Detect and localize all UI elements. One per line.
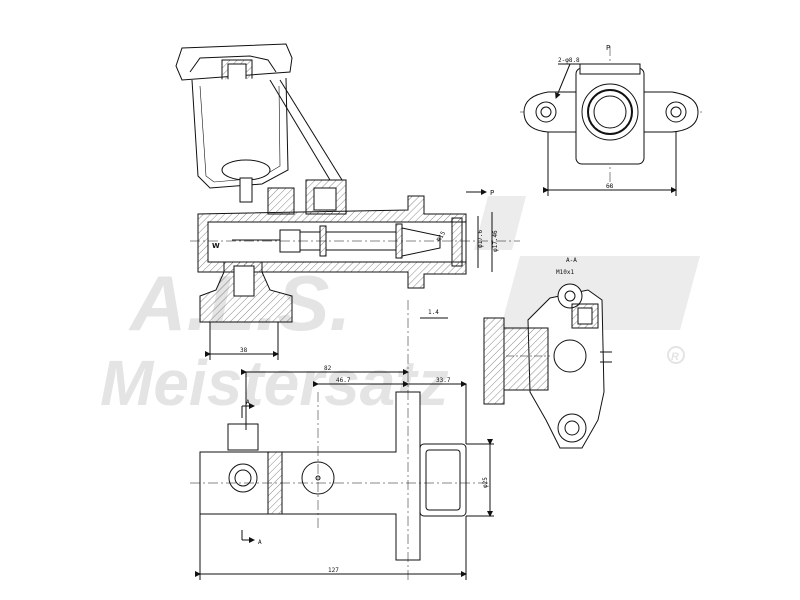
side-section-aa: A-A M10x1 <box>483 257 612 449</box>
plan-cap <box>419 443 467 517</box>
reservoir-body <box>191 77 289 189</box>
dim-mount-holes: 2-φ8.8 <box>558 57 580 64</box>
dim-46: 46.7 <box>336 377 351 384</box>
mount-hole-right <box>665 101 687 123</box>
pushrod <box>326 231 396 251</box>
end-view-marker-p: P <box>606 44 610 52</box>
registered-circle <box>667 346 685 364</box>
section-marker-p: P <box>490 189 494 197</box>
dim-total-length: 127 <box>328 567 339 574</box>
section-mark-a-top: A <box>246 399 250 406</box>
section-aa-title: A-A <box>566 257 577 264</box>
reservoir-cap-inner <box>189 55 277 73</box>
end-body <box>575 67 645 165</box>
end-seal <box>451 217 463 267</box>
float-stem <box>239 177 253 203</box>
dim-bottom-width: 38 <box>240 347 248 354</box>
dim-plunger: R15 <box>436 230 448 243</box>
mount-hole-left <box>535 101 557 123</box>
section-view: W 38 φ17.6 φ17.46 R15 P <box>175 43 520 360</box>
bore-middle <box>587 89 633 135</box>
dim-thread: M10x1 <box>556 269 574 276</box>
dim-offset: 1.4 <box>428 309 439 316</box>
plan-view: 127 82 46.7 33.7 1.4 φ25 A A <box>190 300 494 580</box>
plan-outlet-port <box>227 423 259 451</box>
bore-outer <box>581 83 639 141</box>
reservoir-float <box>221 159 271 181</box>
end-view: 68 2-φ8.8 P <box>520 44 702 196</box>
bore-inner <box>593 95 627 129</box>
cap-seal-core <box>227 63 247 81</box>
dim-bore-large: φ17.46 <box>492 230 499 252</box>
side-top-boss <box>557 283 583 309</box>
dim-diameter: φ25 <box>482 477 489 488</box>
dim-82: 82 <box>324 365 332 372</box>
plunger-cone <box>401 227 441 257</box>
inlet-boss-1 <box>267 187 295 215</box>
watermark-registered: R <box>671 351 679 363</box>
section-mark-a-bottom: A <box>258 539 262 546</box>
side-flange <box>483 317 505 405</box>
side-bottom-hole <box>557 413 587 443</box>
side-bore <box>553 339 587 373</box>
dim-bore-small: φ17.6 <box>477 230 484 248</box>
dim-end-width: 68 <box>606 183 614 190</box>
dim-33: 33.7 <box>436 377 451 384</box>
spring-symbol: W <box>212 242 220 250</box>
reservoir-strap <box>269 79 331 181</box>
plan-port-left <box>228 463 258 493</box>
